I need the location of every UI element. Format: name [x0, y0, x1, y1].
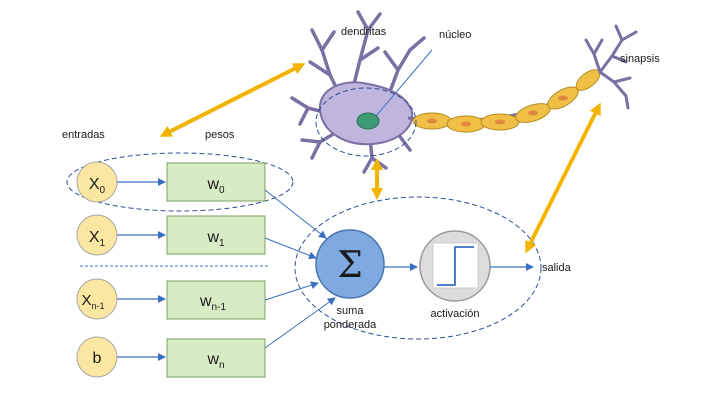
weight-label: wn-1 — [199, 293, 226, 313]
suma-label: suma — [337, 305, 365, 317]
summation-node: Σ suma ponderada — [315, 229, 385, 331]
sinapsis-label: sinapsis — [620, 53, 660, 65]
salida-label: salida — [542, 262, 572, 274]
weight-to-sum-arrow — [264, 189, 327, 239]
weight-to-sum-arrow — [264, 281, 319, 301]
activation-node: activación — [419, 230, 491, 320]
sigma-circle — [315, 229, 385, 299]
correspondence-arrows — [159, 63, 601, 254]
input-row-1: X1 w1 — [76, 214, 317, 260]
weight-box — [166, 338, 266, 378]
weight-label: w0 — [206, 176, 225, 196]
soma-dashed-outline — [315, 87, 417, 157]
ponderada-label: ponderada — [324, 319, 377, 331]
activacion-label: activación — [431, 308, 480, 320]
arrow-synapse-to-output — [525, 102, 601, 254]
input-row-0: X0 w0 — [76, 161, 327, 239]
input-row-n-1: Xn-1 wn-1 — [76, 278, 319, 320]
input-label: X0 — [89, 176, 106, 196]
weight-box — [166, 280, 266, 320]
weight-box — [166, 162, 266, 202]
biological-neuron: dendritas núcleo sinapsis — [290, 10, 660, 174]
weight-box — [166, 215, 266, 255]
weight-to-sum-arrow — [264, 237, 317, 260]
neuron-core-dashed-group — [294, 196, 542, 340]
step-function-icon — [437, 246, 474, 286]
nucleo-label: núcleo — [439, 29, 471, 41]
input-label: b — [93, 350, 102, 367]
input-label: Xn-1 — [81, 292, 104, 311]
axon-terminals — [584, 24, 638, 110]
first-input-dashed-group — [66, 152, 294, 212]
arrow-dendrites-to-inputs — [159, 63, 306, 137]
myelin-sheath — [412, 69, 601, 133]
dendritas-label: dendritas — [341, 26, 387, 38]
weight-label: w1 — [206, 229, 225, 249]
weight-to-sum-arrow — [264, 297, 336, 349]
nucleus-icon — [356, 112, 380, 130]
pesos-label: pesos — [205, 129, 235, 141]
entradas-label: entradas — [62, 129, 105, 141]
sigma-icon: Σ — [337, 245, 362, 286]
input-label: X1 — [89, 229, 106, 249]
input-row-bias: b wn — [76, 297, 336, 378]
weight-label: wn — [206, 351, 224, 371]
nucleus-pointer — [375, 49, 433, 117]
